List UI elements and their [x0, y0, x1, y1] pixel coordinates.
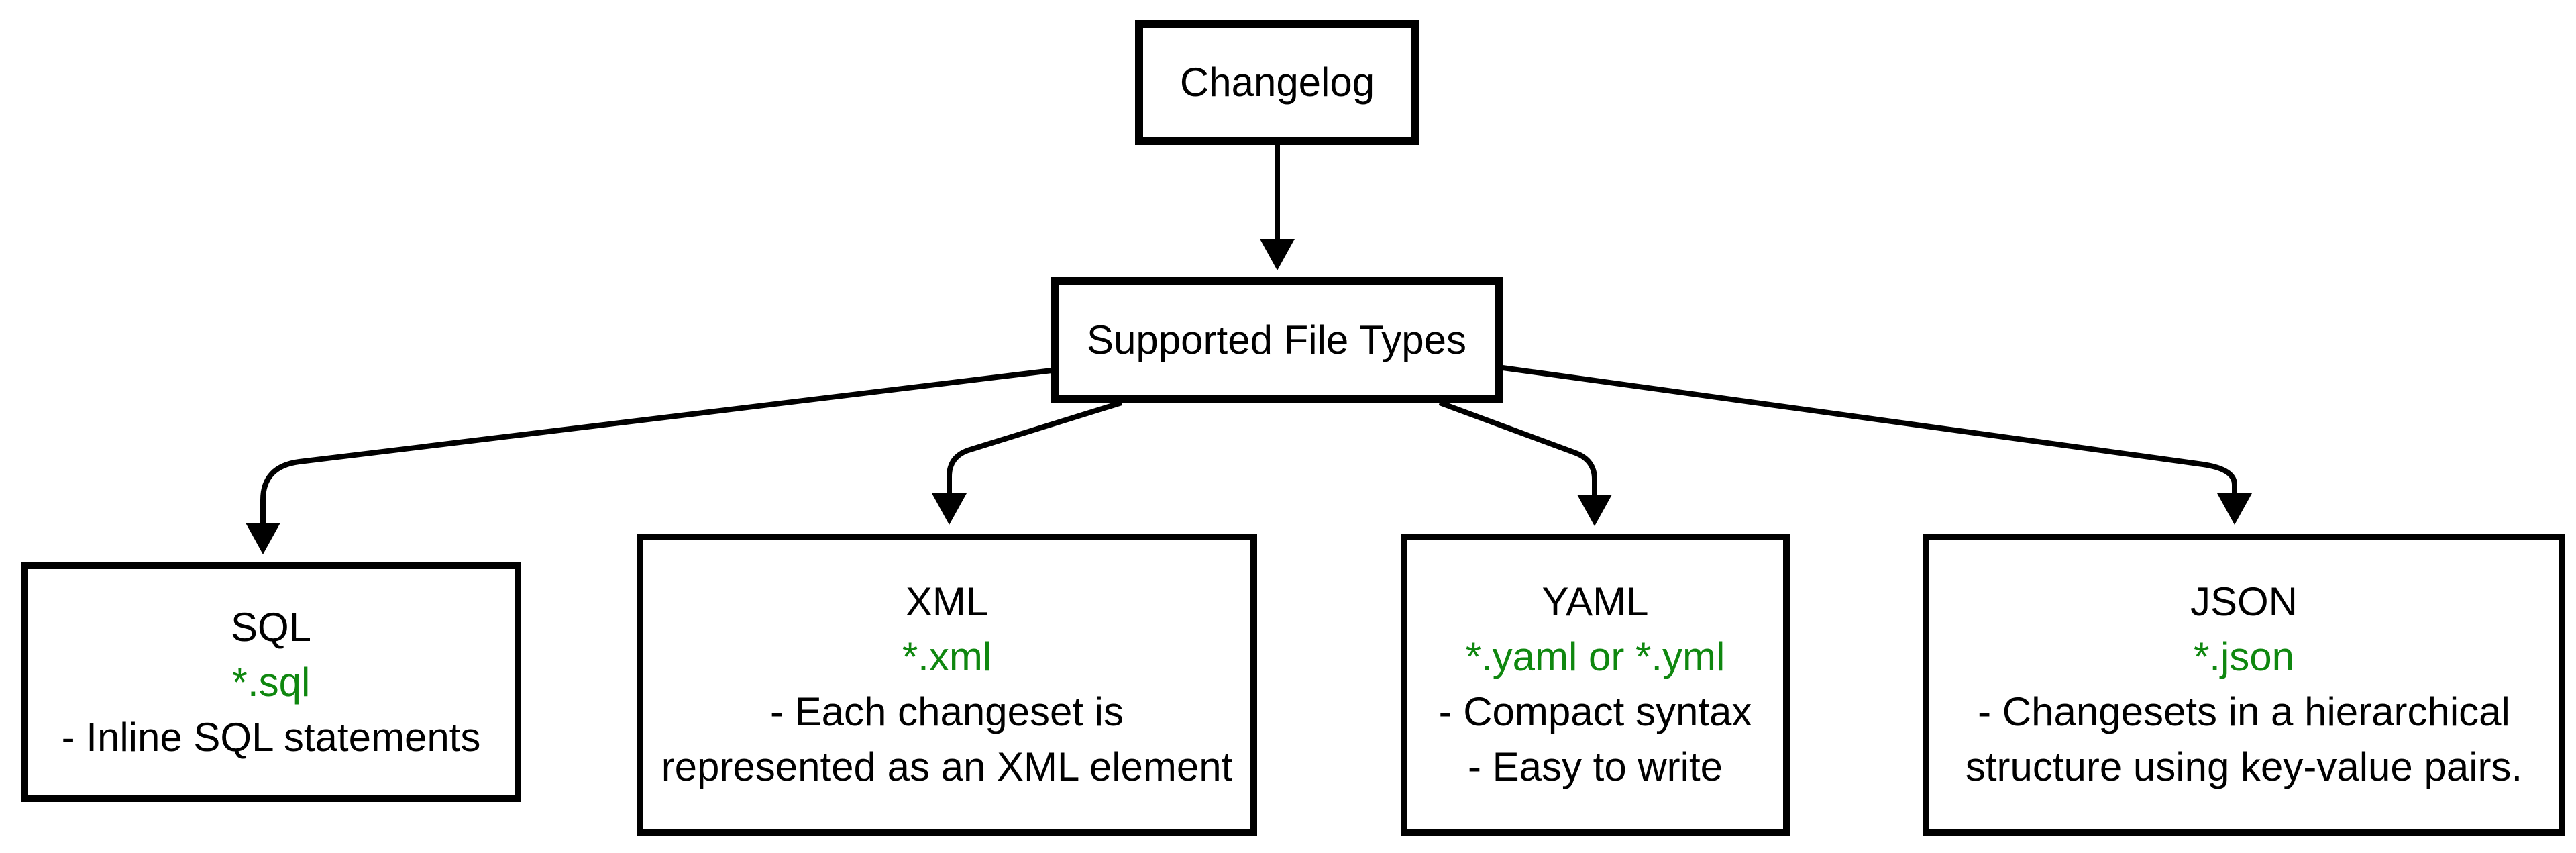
xml-extension: *.xml — [902, 634, 992, 679]
json-desc-line: structure using key-value pairs. — [1965, 744, 2523, 789]
edge-supported-to-json — [1502, 365, 2252, 525]
sql-desc-line: - Inline SQL statements — [61, 714, 481, 760]
arrowhead-down-yaml — [1577, 495, 1612, 526]
arrowhead-down-xml — [932, 493, 967, 525]
json-desc-line: - Changesets in a hierarchical — [1978, 689, 2510, 734]
node-json: JSON *.json - Changesets in a hierarchic… — [1923, 534, 2565, 836]
node-supported-file-types: Supported File Types — [1051, 277, 1503, 403]
arrowhead-down-sql — [246, 523, 280, 554]
yaml-desc-line: - Compact syntax — [1438, 689, 1752, 734]
node-changelog-label: Changelog — [1179, 60, 1375, 105]
xml-title: XML — [905, 579, 989, 624]
sql-title: SQL — [230, 604, 312, 650]
node-yaml: YAML *.yaml or *.yml - Compact syntax - … — [1401, 534, 1790, 836]
node-supported-label: Supported File Types — [1087, 317, 1466, 362]
node-sql: SQL *.sql - Inline SQL statements — [21, 562, 521, 802]
node-xml: XML *.xml - Each changeset is represente… — [637, 534, 1257, 836]
yaml-title: YAML — [1542, 579, 1649, 624]
edge-changelog-to-supported — [1260, 145, 1295, 270]
sql-extension: *.sql — [231, 659, 311, 705]
arrowhead-down-json — [2217, 493, 2252, 525]
xml-desc-line: represented as an XML element — [661, 744, 1233, 789]
json-title: JSON — [2190, 579, 2298, 624]
edge-supported-to-sql — [246, 368, 1053, 554]
json-extension: *.json — [2193, 634, 2295, 679]
edge-supported-to-yaml — [1438, 400, 1612, 526]
arrowhead-down-supported — [1260, 239, 1295, 270]
xml-desc-line: - Each changeset is — [770, 689, 1124, 734]
yaml-extension: *.yaml or *.yml — [1465, 634, 1725, 679]
yaml-desc-line: - Easy to write — [1467, 744, 1723, 789]
node-changelog: Changelog — [1135, 20, 1419, 145]
edge-supported-to-xml — [932, 400, 1123, 525]
